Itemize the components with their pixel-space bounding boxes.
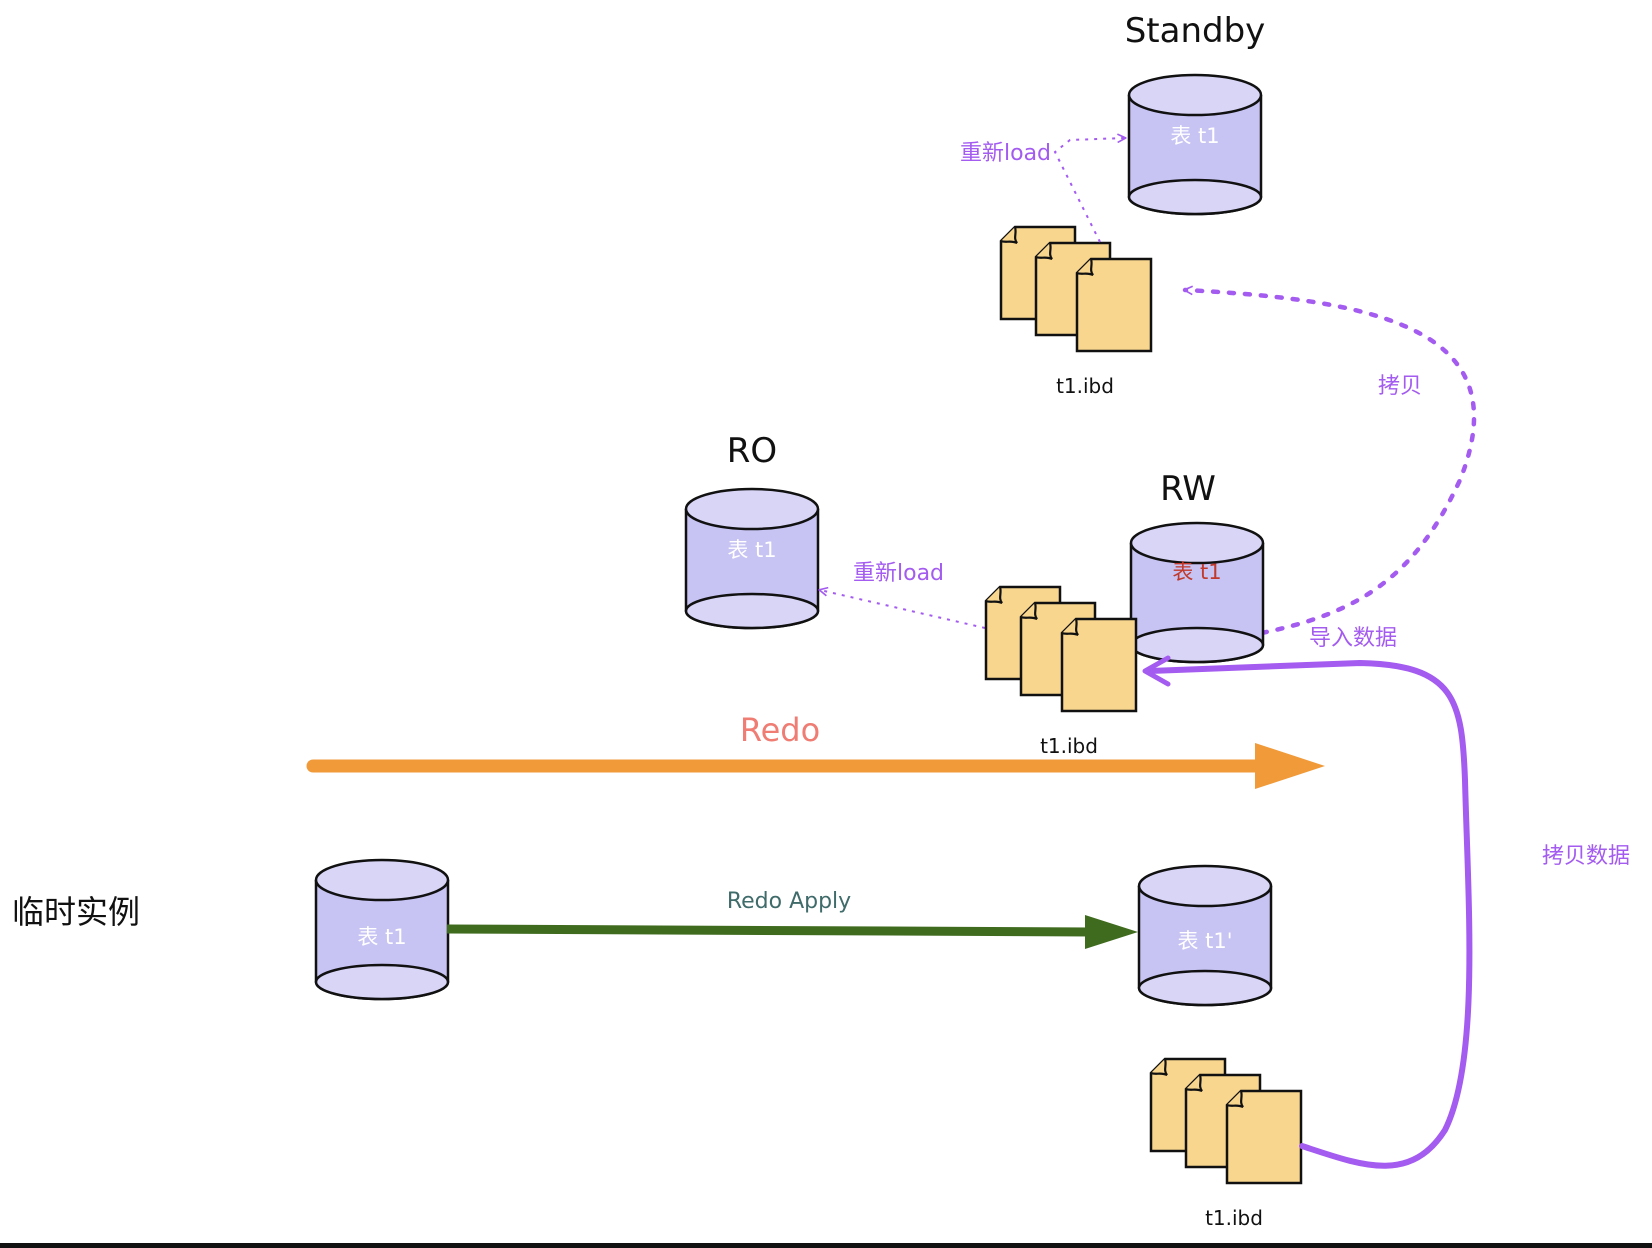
redo-arrow-head <box>1255 743 1325 789</box>
standby-table-cylinder: 表 t1 <box>1127 73 1263 216</box>
temp-file-label: t1.ibd <box>1205 1206 1263 1230</box>
redo-apply-arrow-shaft <box>446 924 1093 937</box>
standby-reload-label: 重新load <box>960 141 1051 166</box>
redo-apply-label: Redo Apply <box>727 889 851 914</box>
ro-reload-label: 重新load <box>853 561 944 586</box>
rw-file-label: t1.ibd <box>1040 734 1098 758</box>
rw-table-cylinder: 表 t1 <box>1129 521 1265 664</box>
temp-target-table-label: 表 t1' <box>1177 929 1232 953</box>
temp-target-table-cylinder: 表 t1' <box>1137 864 1273 1007</box>
rw-table-label: 表 t1 <box>1172 560 1221 584</box>
temp-ibd-files <box>1151 1059 1301 1183</box>
temp-source-table-label: 表 t1 <box>357 925 406 949</box>
temp-source-table-cylinder: 表 t1 <box>314 858 450 1001</box>
bottom-border <box>0 1243 1652 1248</box>
standby-file-label: t1.ibd <box>1056 374 1114 398</box>
standby-reload-arrow <box>1053 138 1125 243</box>
copy-data-arrow-head <box>1142 655 1171 687</box>
redo-apply-arrow-head <box>1085 915 1138 949</box>
temp-instance-label: 临时实例 <box>12 893 140 931</box>
standby-table-label: 表 t1 <box>1170 124 1219 148</box>
import-label: 导入数据 <box>1309 626 1397 651</box>
ro-reload-arrow <box>820 590 986 629</box>
copy-data-label: 拷贝数据 <box>1542 844 1630 869</box>
copy-label: 拷贝 <box>1378 374 1422 399</box>
rw-ibd-files <box>986 587 1136 711</box>
copy-data-arrow <box>1147 659 1473 1169</box>
ro-table-cylinder: 表 t1 <box>684 487 820 630</box>
redo-label: Redo <box>740 711 820 749</box>
ro-title: RO <box>727 431 777 471</box>
ro-table-label: 表 t1 <box>727 538 776 562</box>
standby-title: Standby <box>1125 11 1266 51</box>
copy-to-standby-arrow <box>1148 290 1477 652</box>
standby-ibd-files <box>1001 227 1151 351</box>
rw-title: RW <box>1160 469 1216 509</box>
